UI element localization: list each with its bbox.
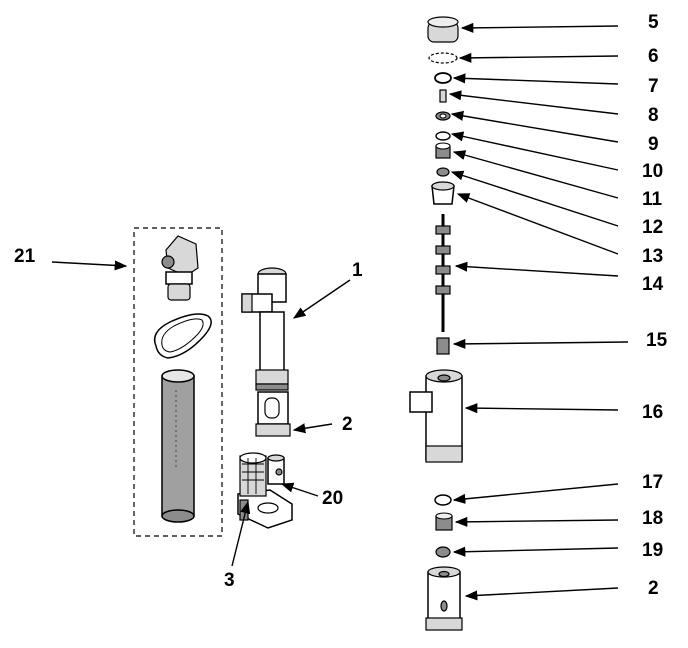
part-1-housing: [241, 267, 289, 391]
callout-12: 12: [642, 217, 663, 238]
callout-2-right: 2: [648, 578, 659, 599]
callout-2-left: 2: [342, 414, 353, 435]
callout-20: 20: [322, 488, 343, 509]
part-15-nut: [436, 337, 450, 355]
callout-18: 18: [642, 508, 663, 529]
callout-9: 9: [648, 134, 659, 155]
part-13-collar: [431, 181, 455, 205]
callout-labels: 21 1 2 20 3 5 6 7 8 9 10 11 12 13 14 15 …: [14, 12, 668, 599]
callout-7: 7: [648, 76, 659, 97]
part-5-cap: [427, 16, 459, 43]
callout-14: 14: [642, 274, 664, 295]
part-20-fitting: [267, 454, 285, 485]
callout-5: 5: [648, 12, 659, 33]
part-11-bushing: [435, 142, 451, 159]
part-2-right-sleeve: [425, 566, 463, 631]
callout-16: 16: [642, 402, 663, 423]
part-2-left-sleeve: [255, 391, 291, 437]
triangular-seal: [153, 313, 212, 359]
part-17-oring: [434, 494, 452, 506]
part-19-nut: [435, 546, 451, 558]
callout-10: 10: [642, 161, 663, 182]
callout-11: 11: [642, 189, 663, 210]
part-9-nut: [435, 111, 451, 121]
callout-15: 15: [646, 330, 668, 351]
part-18-fitting: [435, 512, 453, 531]
callout-8: 8: [648, 105, 659, 126]
leader-arrows: [51, 22, 629, 601]
part-14-shaft: [435, 214, 451, 332]
angled-fitting: [161, 235, 199, 301]
callout-17: 17: [642, 472, 663, 493]
callout-6: 6: [648, 46, 659, 67]
callout-3: 3: [224, 570, 235, 591]
part-8-pin: [439, 89, 447, 103]
gray-tube: [161, 369, 195, 523]
kit-21-group: [133, 227, 223, 537]
callout-13: 13: [642, 246, 663, 267]
callout-21: 21: [14, 246, 36, 267]
callout-1: 1: [352, 260, 363, 281]
part-10-washer: [435, 131, 451, 141]
part-12-ring: [436, 167, 450, 177]
callout-19: 19: [642, 540, 663, 561]
part-6-washer: [428, 52, 458, 64]
part-7-oring: [434, 72, 452, 84]
part-16-body: [409, 369, 463, 463]
